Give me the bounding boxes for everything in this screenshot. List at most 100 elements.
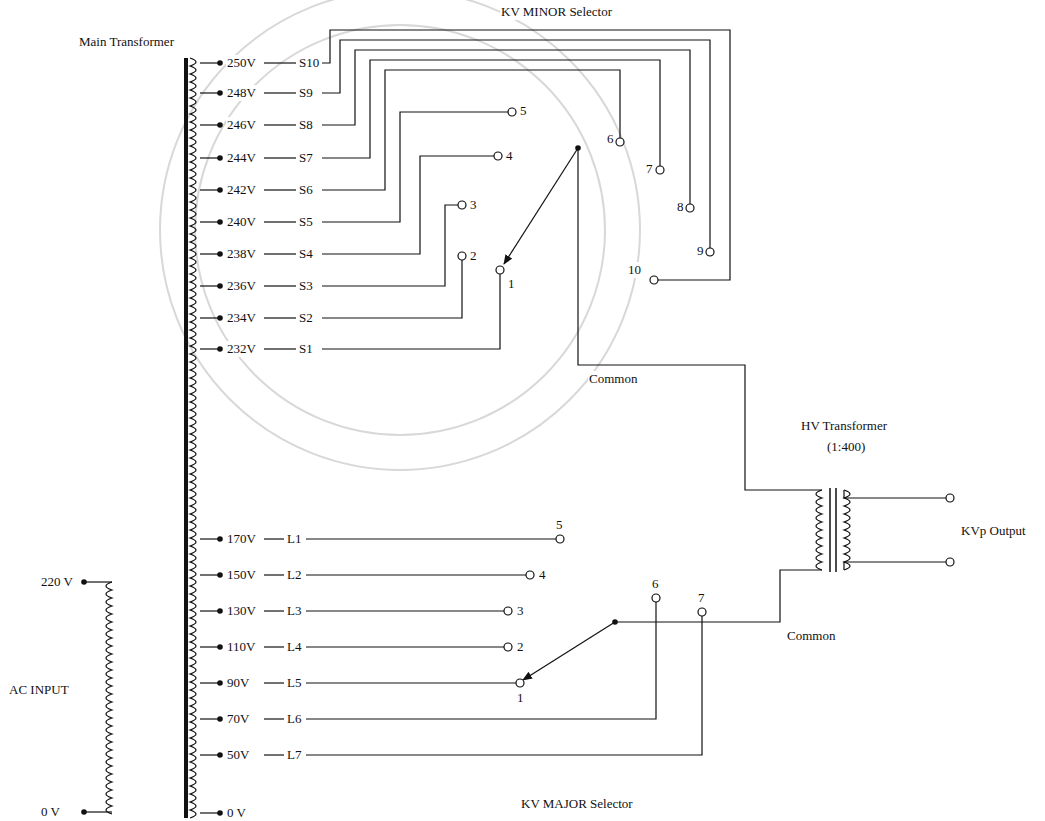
label: 250V xyxy=(226,55,257,71)
tap-dot xyxy=(217,752,223,758)
tap-dot xyxy=(217,608,223,614)
label: 7 xyxy=(645,161,654,177)
label: 2 xyxy=(516,639,525,655)
wire xyxy=(322,260,462,318)
label: L2 xyxy=(286,567,302,583)
contact xyxy=(496,266,504,274)
tap-lead xyxy=(200,62,220,63)
input-terminal xyxy=(81,579,87,585)
tap-lead xyxy=(200,610,220,611)
tap-lead xyxy=(200,538,220,539)
tap-dot xyxy=(217,283,223,289)
label: 3 xyxy=(516,603,525,619)
tap-dash xyxy=(264,157,296,158)
tap-dash xyxy=(264,317,296,318)
output-lead xyxy=(856,497,946,498)
label: L1 xyxy=(286,531,302,547)
label: 240V xyxy=(226,214,257,230)
label: 1 xyxy=(507,276,516,292)
contact xyxy=(504,643,512,651)
tap-lead xyxy=(200,124,220,125)
tap-lead xyxy=(200,754,220,755)
tap-lead xyxy=(200,646,220,647)
primary-winding xyxy=(106,582,112,814)
wire xyxy=(322,70,620,190)
tap-dash xyxy=(264,285,296,286)
tap-dash xyxy=(264,718,284,719)
terminals xyxy=(81,60,954,816)
wire xyxy=(322,156,494,254)
tap-dash xyxy=(264,189,296,190)
label: KV MAJOR Selector xyxy=(520,796,634,812)
label: 4 xyxy=(505,148,514,164)
label: 220 V xyxy=(40,574,74,590)
contact xyxy=(508,108,516,116)
label: S9 xyxy=(298,85,314,101)
label: 7 xyxy=(697,590,706,606)
selector-pivot xyxy=(612,619,618,625)
tap-dash xyxy=(264,253,296,254)
label: 2 xyxy=(469,248,478,264)
tap-dot xyxy=(217,315,223,321)
label: 4 xyxy=(538,567,547,583)
wire xyxy=(322,60,660,166)
tap-dot xyxy=(217,187,223,193)
contact xyxy=(526,571,534,579)
label: AC INPUT xyxy=(8,682,70,698)
tap-lead xyxy=(200,221,220,222)
label: 242V xyxy=(226,182,257,198)
label: 10 xyxy=(627,262,642,278)
wire xyxy=(306,610,504,611)
wire xyxy=(306,646,504,647)
tap-dot xyxy=(217,90,223,96)
label: L7 xyxy=(286,747,302,763)
label: 9 xyxy=(696,243,705,259)
label: 8 xyxy=(676,199,685,215)
label: 5 xyxy=(555,517,564,533)
tap-dash xyxy=(264,348,296,349)
wire xyxy=(306,602,656,719)
hv-secondary-winding xyxy=(844,490,850,570)
label: S3 xyxy=(298,278,314,294)
output-terminal xyxy=(946,558,954,566)
contact xyxy=(652,594,660,602)
label: L4 xyxy=(286,639,302,655)
label: S6 xyxy=(298,182,314,198)
label: 244V xyxy=(226,150,257,166)
tap-lead xyxy=(200,189,220,190)
label: S10 xyxy=(298,55,320,71)
label: 0 V xyxy=(40,804,61,820)
label: 170V xyxy=(226,531,257,547)
tap-dash xyxy=(264,221,296,222)
label: 110V xyxy=(226,639,256,655)
label: 232V xyxy=(226,341,257,357)
tap-lead xyxy=(200,682,220,683)
label: S1 xyxy=(298,341,314,357)
label: Common xyxy=(786,628,836,644)
contact xyxy=(504,607,512,615)
label: S5 xyxy=(298,214,314,230)
wire xyxy=(322,205,458,286)
input-terminal xyxy=(81,809,87,815)
tap-dot xyxy=(217,716,223,722)
label: S7 xyxy=(298,150,314,166)
tap-dot xyxy=(217,572,223,578)
label: KV MINOR Selector xyxy=(500,4,613,20)
label: 150V xyxy=(226,567,257,583)
wire xyxy=(322,30,730,280)
label: KVp Output xyxy=(960,523,1027,539)
tap-dash xyxy=(264,646,284,647)
tap-lead xyxy=(200,157,220,158)
label: Common xyxy=(588,371,638,387)
watermark-seal xyxy=(160,0,640,470)
selector-pivot xyxy=(575,145,581,151)
tap-dot xyxy=(217,60,223,66)
label: L5 xyxy=(286,675,302,691)
transformer-coils xyxy=(106,58,850,818)
label: 130V xyxy=(226,603,257,619)
label: 90V xyxy=(226,675,250,691)
wire xyxy=(306,574,526,575)
transformer-cores xyxy=(186,58,836,818)
wire xyxy=(322,40,710,248)
hv-primary-winding xyxy=(816,490,822,570)
